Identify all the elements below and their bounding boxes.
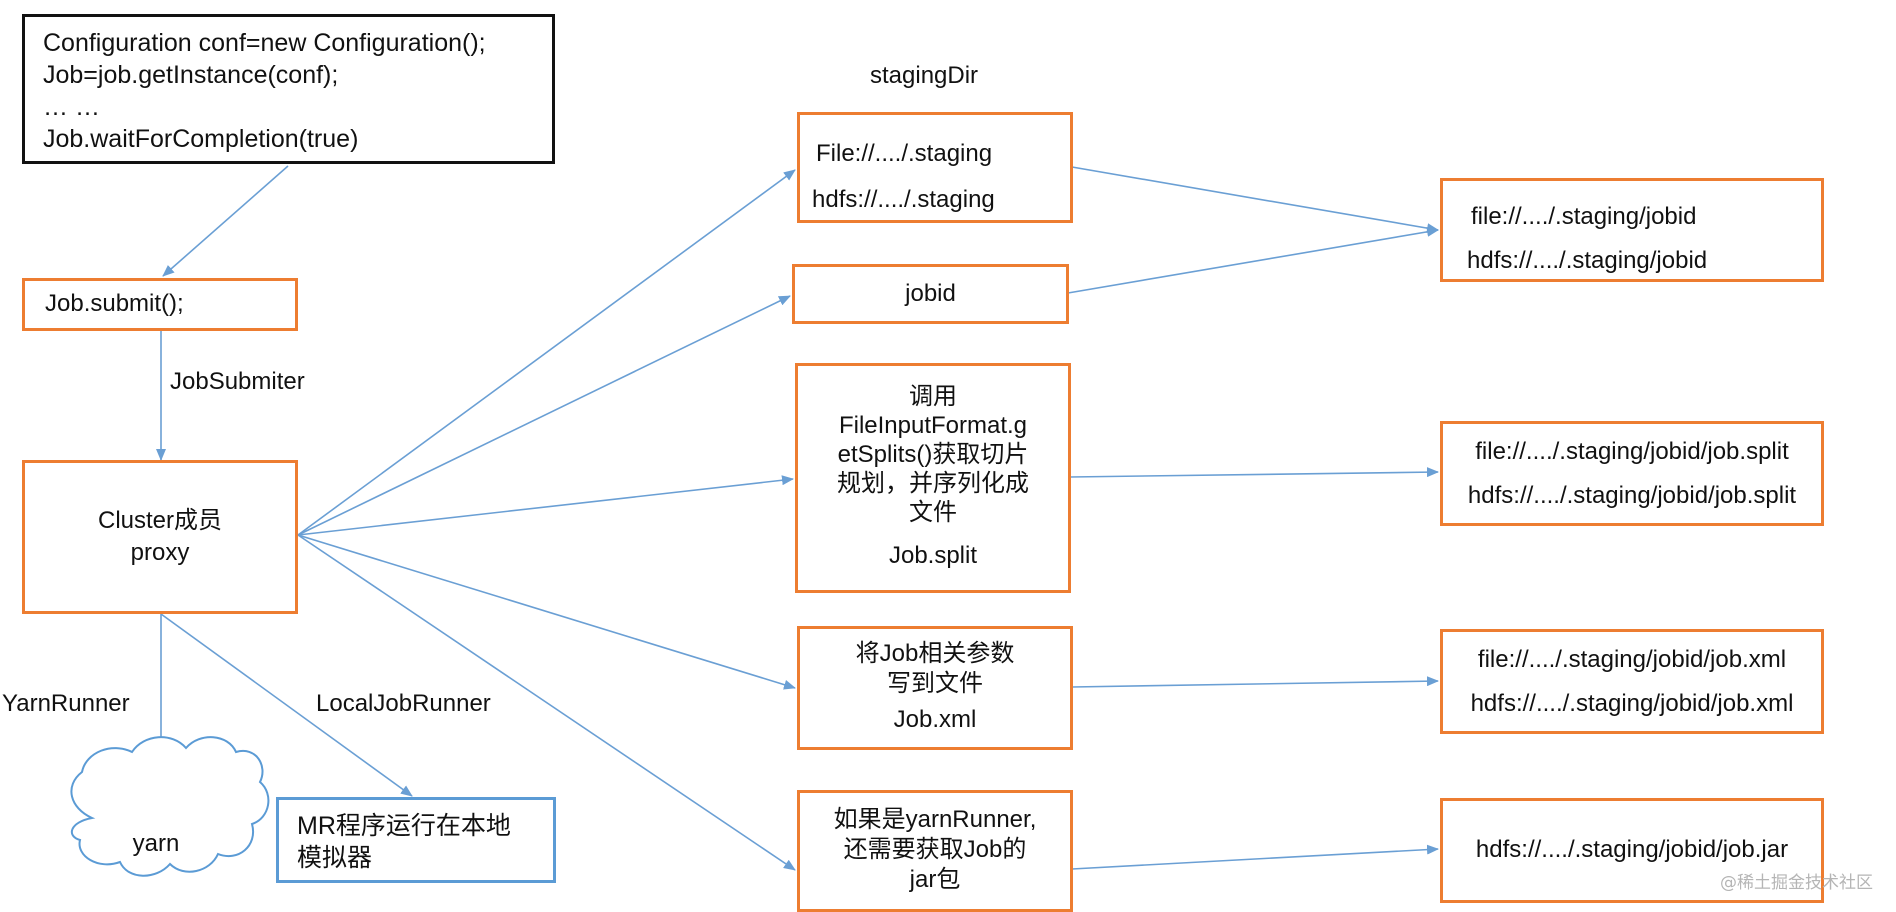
xml-line-2: 写到文件 [887, 670, 983, 697]
split-box: 调用 FileInputFormat.g etSplits()获取切片 规划，并… [795, 363, 1071, 593]
out-split-box: file://..../.staging/jobid/job.split hdf… [1440, 421, 1824, 526]
cluster-line-2: proxy [130, 539, 190, 566]
cluster-line-1: Cluster成员 [97, 507, 223, 534]
job-submit-text: Job.submit(); [45, 290, 184, 318]
code-line-2: Job=job.getInstance(conf); [43, 61, 339, 89]
split-line-4: 规划，并序列化成 [837, 470, 1029, 497]
jar-line-1: 如果是yarnRunner, [833, 806, 1037, 833]
code-line-4: Job.waitForCompletion(true) [43, 125, 359, 153]
label-jobsubmiter: JobSubmiter [170, 368, 305, 395]
local-line-1: MR程序运行在本地 [297, 812, 511, 840]
jobid-box: jobid [792, 264, 1069, 324]
yarn-cloud-label: yarn [132, 830, 180, 857]
label-localjobrunner: LocalJobRunner [316, 690, 491, 717]
xml-line-1: 将Job相关参数 [855, 640, 1015, 667]
split-line-2: FileInputFormat.g [838, 412, 1028, 439]
split-line-5: 文件 [909, 499, 957, 526]
out-xml-line-2: hdfs://..../.staging/jobid/job.xml [1470, 689, 1794, 717]
arrow-xml-to-out-xml [1071, 676, 1439, 688]
code-line-1: Configuration conf=new Configuration(); [43, 29, 486, 57]
jobid-text: jobid [905, 279, 956, 307]
cluster-box: Cluster成员 proxy [22, 460, 298, 614]
staging-line-1: File://..../.staging [816, 140, 993, 167]
out-split-line-1: file://..../.staging/jobid/job.split [1475, 437, 1789, 465]
staging-line-2: hdfs://..../.staging [812, 186, 995, 213]
arrow-jar-to-out-jar [1071, 844, 1439, 870]
out-xml-line-1: file://..../.staging/jobid/job.xml [1477, 645, 1787, 673]
out-jobid-line-1: file://..../.staging/jobid [1471, 203, 1697, 230]
staging-box: File://..../.staging hdfs://..../.stagin… [797, 112, 1073, 223]
jar-line-2: 还需要获取Job的 [843, 836, 1027, 863]
split-file-name: Job.split [888, 542, 978, 569]
arrow-staging-to-out-jobid [1071, 166, 1439, 234]
local-line-2: 模拟器 [297, 844, 373, 872]
job-submit-box: Job.submit(); [22, 278, 298, 331]
out-jobid-line-2: hdfs://..../.staging/jobid [1467, 247, 1708, 274]
arrow-cluster-to-jar [297, 534, 796, 871]
code-box: Configuration conf=new Configuration(); … [22, 14, 555, 164]
jar-box: 如果是yarnRunner, 还需要获取Job的 jar包 [797, 790, 1073, 912]
split-line-1: 调用 [909, 383, 957, 410]
out-xml-box: file://..../.staging/jobid/job.xml hdfs:… [1440, 629, 1824, 734]
arrow-cluster-to-staging [297, 169, 796, 536]
out-split-line-2: hdfs://..../.staging/jobid/job.split [1467, 481, 1797, 509]
arrow-jobid-to-out-jobid [1067, 226, 1439, 294]
local-simulator-box: MR程序运行在本地 模拟器 [276, 797, 556, 883]
xml-box: 将Job相关参数 写到文件 Job.xml [797, 626, 1073, 750]
split-line-3: etSplits()获取切片 [837, 441, 1029, 468]
arrow-cluster-to-split [297, 475, 794, 536]
label-yarnrunner: YarnRunner [2, 690, 130, 717]
out-jobid-box: file://..../.staging/jobid hdfs://..../.… [1440, 178, 1824, 282]
out-jar-box: hdfs://..../.staging/jobid/job.jar [1440, 798, 1824, 903]
jar-line-3: jar包 [909, 866, 961, 893]
xml-file-name: Job.xml [893, 706, 977, 733]
code-line-3: … … [43, 93, 100, 121]
watermark: @稀土掘金技术社区 [1720, 873, 1873, 893]
arrow-cluster-to-local [160, 613, 413, 797]
out-jar-line-1: hdfs://..../.staging/jobid/job.jar [1475, 836, 1789, 864]
yarn-cloud-shape [70, 736, 270, 877]
arrow-cluster-to-jobid [297, 295, 791, 536]
arrow-split-to-out-split [1069, 467, 1439, 478]
label-stagingdir: stagingDir [870, 62, 979, 89]
arrow-code-to-submit [162, 165, 289, 277]
arrow-cluster-to-xml [297, 534, 796, 690]
